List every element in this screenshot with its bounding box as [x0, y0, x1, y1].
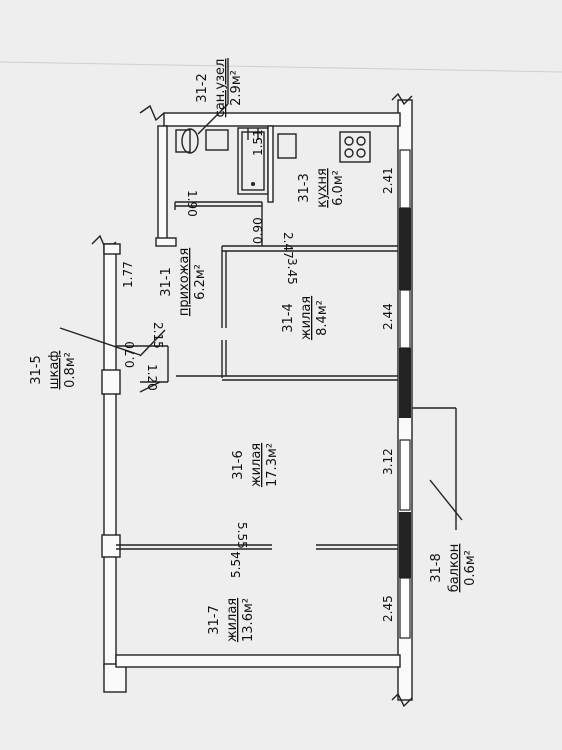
room-id-31-2: 31-2: [195, 73, 210, 103]
room-area-31-6: 17.3м²: [265, 443, 280, 487]
paper-crease: [0, 61, 562, 73]
dim-1-51: 1.51: [251, 129, 265, 156]
room-name-31-8: балкон: [447, 544, 462, 593]
bath-kitchen-partition: [267, 125, 274, 203]
room-id-31-5: 31-5: [29, 355, 44, 385]
kitchen-sink: [277, 133, 297, 159]
right-exterior-wall: [391, 92, 413, 708]
dim-0-90: 0.90: [251, 217, 265, 244]
room-id-31-3: 31-3: [297, 173, 312, 203]
balcony: [412, 407, 463, 530]
bottom-wall: [115, 654, 401, 668]
room-area-31-4: 8.4м²: [315, 300, 330, 336]
bathroom-left-wall: [157, 125, 168, 245]
dim-3-12: 3.12: [381, 448, 395, 475]
dim-2-41: 2.41: [381, 167, 395, 194]
room-name-31-5: шкаф: [47, 351, 62, 390]
wardrobe-31-5: [116, 345, 208, 393]
hall-stub-wall: [155, 237, 177, 247]
dim-5-54: 5.54: [229, 551, 243, 578]
room-name-31-1: прихожая: [177, 248, 192, 316]
room-name-31-2: сан.узел: [213, 59, 228, 118]
room-id-31-7: 31-7: [207, 605, 222, 635]
room-area-31-5: 0.8м²: [63, 352, 78, 388]
dim-3-45: 3.45: [285, 258, 299, 285]
room-id-31-6: 31-6: [231, 450, 246, 480]
top-wall: [139, 104, 401, 127]
room-area-31-3: 6.0м²: [331, 170, 346, 206]
label-31-8: 31-8 балкон 0.6м²: [429, 544, 478, 593]
dim-2-47: 2.47: [281, 232, 295, 259]
room-name-31-4: жилая: [299, 296, 314, 340]
room-area-31-7: 13.6м²: [241, 598, 256, 642]
dim-1-20: 1.20: [145, 364, 159, 391]
label-31-3: 31-3 кухня 6.0м²: [297, 168, 346, 208]
label-31-6: 31-6 жилая 17.3м²: [231, 443, 280, 487]
dim-1-77: 1.77: [121, 261, 135, 288]
label-31-7: 31-7 жилая 13.6м²: [207, 598, 256, 642]
room-id-31-8: 31-8: [429, 553, 444, 583]
label-31-2: 31-2 сан.узел 2.9м²: [195, 59, 244, 118]
room-area-31-1: 6.2м²: [193, 264, 208, 300]
left-exterior-wall: [91, 234, 127, 693]
dim-2-15: 2.15: [151, 322, 165, 349]
dim-0-70: 0.70: [123, 341, 137, 368]
dim-2-45: 2.45: [381, 595, 395, 622]
dim-2-44: 2.44: [381, 303, 395, 330]
room-id-31-1: 31-1: [159, 267, 174, 297]
stove: [339, 131, 371, 163]
room-area-31-8: 0.6м²: [463, 550, 478, 586]
label-31-4: 31-4 жилая 8.4м²: [281, 296, 330, 340]
dim-1-90: 1.90: [185, 190, 199, 217]
room-name-31-6: жилая: [249, 443, 264, 487]
dim-5-55: 5.55: [235, 522, 249, 549]
room-area-31-2: 2.9м²: [229, 70, 244, 106]
bathroom-fixtures: [175, 127, 269, 195]
label-31-1: 31-1 прихожая 6.2м²: [159, 248, 208, 316]
room-name-31-3: кухня: [315, 168, 330, 208]
room-id-31-4: 31-4: [281, 303, 296, 333]
room-name-31-7: жилая: [225, 598, 240, 642]
bathroom-leader: [197, 103, 229, 135]
wardrobe-leader: [59, 327, 141, 356]
label-31-5: 31-5 шкаф 0.8м²: [29, 351, 78, 390]
